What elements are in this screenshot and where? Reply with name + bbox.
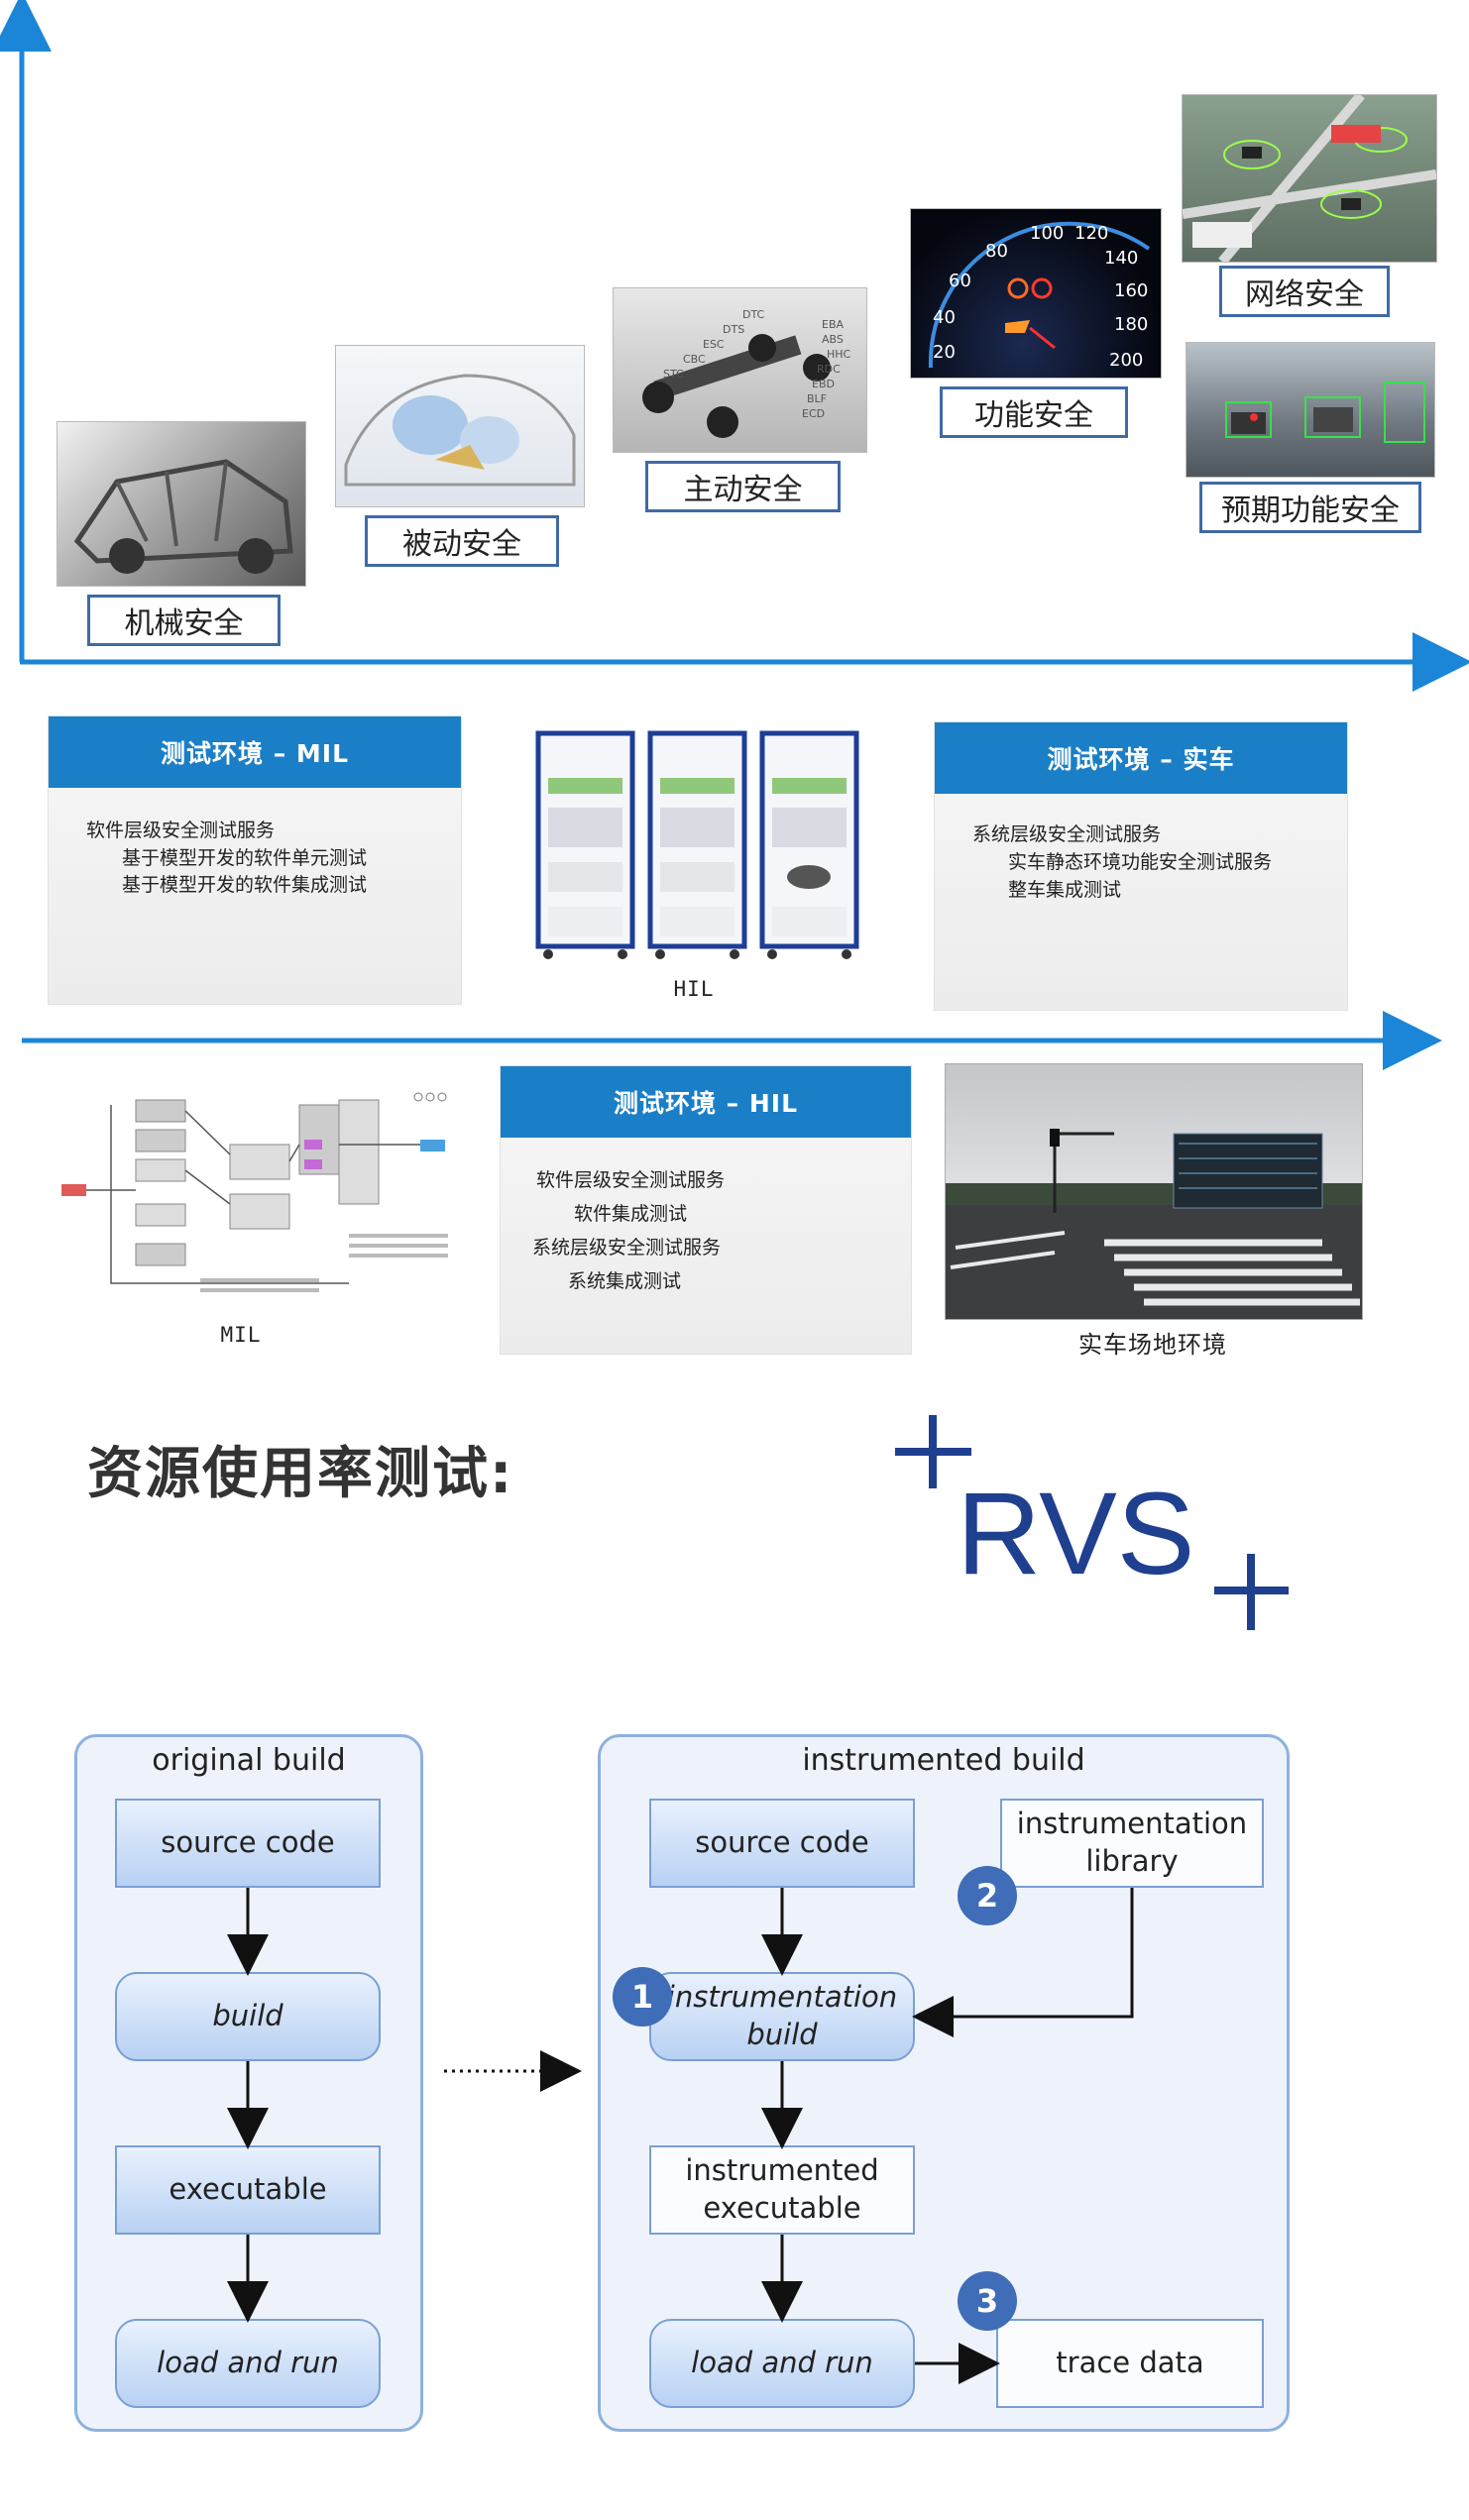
chassis-tag: HHC — [827, 348, 851, 361]
real-env-line: 整车集成测试 — [1008, 879, 1122, 901]
hil-env-line: 系统层级安全测试服务 — [532, 1237, 722, 1259]
safety-axes — [0, 0, 1469, 692]
stage-label-cyber: 网络安全 — [1219, 266, 1390, 317]
chassis-tag: ECD — [802, 407, 825, 420]
instrumentation-library-node: instrumentation library — [1000, 1799, 1264, 1888]
real-env-line: 系统层级安全测试服务 — [972, 823, 1162, 845]
original-build-node: build — [115, 1972, 381, 2061]
traffic-network-image — [1182, 94, 1437, 263]
hil-env-line: 系统集成测试 — [568, 1270, 682, 1292]
resource-test-title: 资源使用率测试: — [87, 1442, 514, 1506]
library-line: library — [1085, 1844, 1179, 1878]
mil-image-caption: MIL — [220, 1323, 262, 1347]
mil-env-card-title: 测试环境 – MIL — [49, 716, 461, 788]
stage-label-sotif: 预期功能安全 — [1199, 482, 1421, 533]
instrumented-build-title: instrumented build — [802, 1743, 1085, 1778]
original-source-code-node: source code — [115, 1799, 381, 1888]
trace-data-node: trace data — [996, 2319, 1264, 2408]
hil-image-caption: HIL — [673, 977, 715, 1001]
speed-tick: 40 — [933, 307, 956, 328]
speed-tick: 120 — [1074, 223, 1108, 244]
chassis-tag: ABS — [822, 333, 844, 346]
speed-tick: 160 — [1114, 280, 1148, 301]
real-env-line: 实车静态环境功能安全测试服务 — [1008, 851, 1273, 873]
stage-label-functional: 功能安全 — [940, 386, 1128, 438]
test-field-caption: 实车场地环境 — [1078, 1331, 1227, 1359]
step-badge-2: 2 — [958, 1866, 1017, 1925]
original-load-run-node: load and run — [115, 2319, 381, 2408]
mil-block-diagram-image — [52, 1085, 458, 1308]
hil-env-line: 软件层级安全测试服务 — [536, 1169, 726, 1191]
inst-load-run-node: load and run — [649, 2319, 915, 2408]
real-vehicle-env-card: 测试环境 – 实车 系统层级安全测试服务 实车静态环境功能安全测试服务 整车集成… — [934, 721, 1348, 1011]
mil-env-line: 基于模型开发的软件单元测试 — [122, 847, 368, 869]
rvs-logo-text: RVS — [957, 1469, 1195, 1599]
original-build-title: original build — [152, 1743, 346, 1778]
original-executable-node: executable — [115, 2145, 381, 2235]
chassis-tag: BLF — [807, 392, 827, 405]
stage-label-passive: 被动安全 — [365, 515, 559, 567]
inst-source-code-node: source code — [649, 1799, 915, 1888]
inst-exec-line: executable — [703, 2191, 861, 2225]
mil-env-line: 基于模型开发的软件集成测试 — [122, 874, 368, 896]
sotif-camera-image — [1186, 342, 1435, 478]
car-frame-image — [56, 421, 306, 587]
stage-label-mechanical: 机械安全 — [87, 595, 281, 646]
chassis-tag: DTC — [742, 308, 765, 321]
instrumented-executable-node: instrumented executable — [649, 2145, 915, 2235]
rvs-logo: RVS — [895, 1415, 1289, 1630]
step-badge-1: 1 — [613, 1967, 672, 2027]
chassis-tag: EBD — [812, 378, 835, 390]
chassis-tag: ESC — [703, 338, 725, 351]
hil-env-card: 测试环境 – HIL 软件层级安全测试服务 软件集成测试 系统层级安全测试服务 … — [500, 1065, 912, 1355]
speed-tick: 180 — [1114, 314, 1148, 335]
airbag-image — [335, 345, 585, 507]
speed-tick: 140 — [1104, 248, 1138, 269]
speed-tick: 20 — [933, 342, 956, 363]
chassis-tag: RDC — [817, 363, 841, 376]
speed-tick: 80 — [985, 241, 1008, 262]
chassis-image: DTC DTS ESC CBC STC EBA ABS EBD BLF ECD … — [613, 287, 867, 453]
mil-env-line: 软件层级安全测试服务 — [86, 820, 276, 841]
speedometer-image: 20 40 60 80 100 120 140 160 180 200 — [910, 208, 1162, 379]
chassis-tag: CBC — [683, 353, 706, 366]
speed-tick: 60 — [949, 271, 971, 291]
chassis-tag: STC — [663, 368, 684, 381]
inst-exec-line: instrumented — [685, 2153, 879, 2188]
test-field-image — [945, 1063, 1363, 1320]
step-badge-3: 3 — [958, 2271, 1017, 2331]
speed-tick: 200 — [1109, 350, 1143, 371]
real-vehicle-env-card-title: 测试环境 – 实车 — [935, 722, 1347, 794]
instrumentation-build-node: instrumentation build — [649, 1972, 915, 2061]
inst-build-line: instrumentation — [666, 1980, 898, 2015]
mil-env-card: 测试环境 – MIL 软件层级安全测试服务 基于模型开发的软件单元测试 基于模型… — [48, 715, 462, 1005]
inst-build-line: build — [746, 2018, 818, 2051]
speed-tick: 100 — [1030, 223, 1064, 244]
chassis-tag: EBA — [822, 318, 844, 331]
library-line: instrumentation — [1016, 1807, 1248, 1841]
hil-env-card-title: 测试环境 – HIL — [501, 1066, 911, 1138]
stage-label-active: 主动安全 — [645, 461, 841, 512]
chassis-tag: DTS — [723, 323, 744, 336]
hil-cabinets-image — [535, 730, 859, 959]
hil-env-line: 软件集成测试 — [574, 1203, 688, 1225]
